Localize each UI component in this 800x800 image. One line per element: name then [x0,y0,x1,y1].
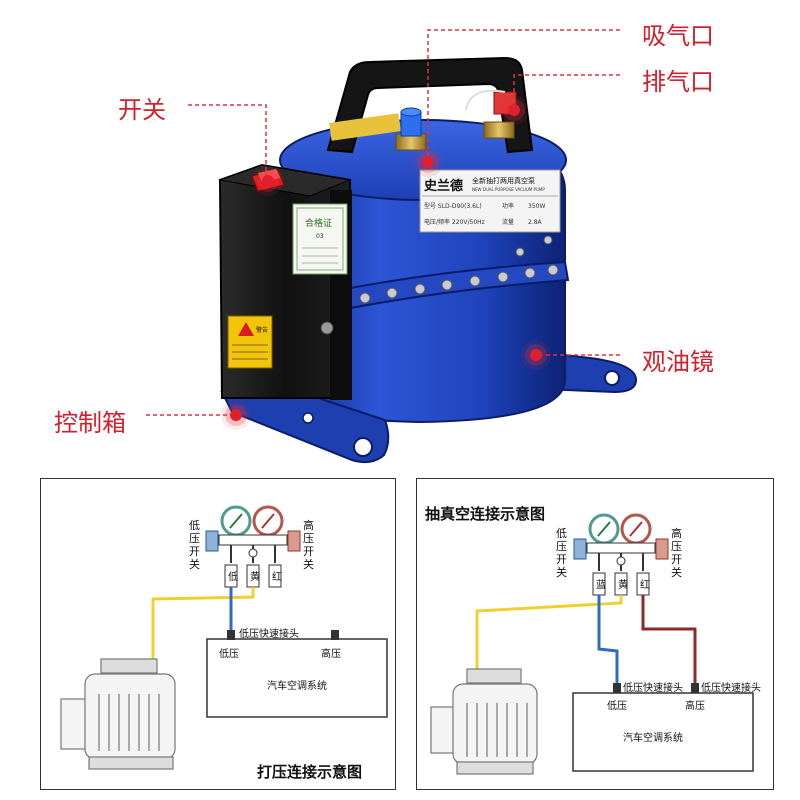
vacuum-diagram-title: 抽真空连接示意图 [425,505,546,523]
valve-low-label: 低 [228,570,238,583]
ac-system-box [206,638,388,718]
callout-exhaust: 排气口 [642,68,714,96]
high-connector-label: 低压快速接头 [701,681,761,694]
warning-sticker: 警告 [227,315,273,369]
manifold-gauges [573,513,669,596]
low-switch-label-3: 开 [189,545,200,558]
blue-hose [597,595,619,684]
carry-handle[interactable] [326,56,534,154]
certificate-card: 合格证 03 [292,203,348,275]
current-value: 2.8A [528,219,543,226]
intake-hotspot [422,156,434,168]
high-switch-label-4: 关 [671,565,682,579]
oil-sight-glass-hotspot [530,349,542,361]
low-switch-label-2: 压 [189,532,200,545]
yellow-hose [475,595,623,669]
high-switch-label-3: 开 [671,553,682,566]
system-label: 汽车空调系统 [267,679,327,692]
high-switch-label-2: 压 [303,532,314,545]
mini-pump-sketch [60,658,176,770]
pressure-diagram-title: 打压连接示意图 [257,763,363,781]
voltage-text: 电压/频率 220V/50Hz [424,218,485,226]
control-box-hotspot [230,409,242,421]
intake-fitting[interactable] [395,107,427,151]
low-label: 低压 [219,647,239,660]
valve-mid-label: 黄 [250,570,260,583]
system-label: 汽车空调系统 [623,731,683,744]
low-switch-label-1: 低 [189,519,200,532]
brand-text: 史兰德 [424,178,463,194]
ac-system-box [572,692,754,772]
low-connector-label: 低压快速接头 [623,681,683,694]
switch-hotspot [262,175,274,187]
low-switch-label-2: 压 [556,540,567,553]
vacuum-pump-illustration: 史兰德 全新抽打两用真空泵 NEW DUAL PURPOSE VACUUM PU… [146,29,638,464]
low-switch-label-4: 关 [556,565,567,579]
certificate-title: 合格证 [305,217,332,229]
high-label: 高压 [321,647,341,660]
callout-oil-sight-glass: 观油镜 [642,348,714,376]
model-text: 型号 SLD-D90(3.6L) [424,202,482,210]
manifold-gauges [205,505,301,588]
power-value: 350W [528,203,545,210]
product-line-cn: 全新抽打两用真空泵 [472,176,535,185]
valve-mid-label: 黄 [618,578,628,591]
certificate-no: 03 [316,233,324,240]
pressure-connection-diagram: 低 黄 红 低 压 开 关 高 压 开 关 低压快速接头 低压 高压 汽车空调系… [40,478,396,790]
high-label: 高压 [685,699,705,712]
exhaust-hotspot [508,104,520,116]
red-hose [641,595,697,684]
high-switch-label-1: 高 [671,526,682,540]
left-foot-bracket [220,391,390,464]
high-switch-label-2: 压 [671,540,682,553]
low-connector-label: 低压快速接头 [239,627,299,640]
power-label: 功率 [502,202,514,210]
valve-low-label: 蓝 [596,579,606,591]
callout-switch: 开关 [118,96,166,124]
high-switch-label-1: 高 [303,518,314,532]
current-label: 流量 [502,218,514,226]
yellow-hose [151,587,255,664]
warning-label: 警告 [256,326,268,334]
mini-pump-sketch [430,668,538,775]
valve-high-label: 红 [640,578,650,591]
callout-intake: 吸气口 [642,22,714,50]
vacuum-connection-diagram: 抽真空连接示意图 蓝 黄 红 低 压 [416,478,774,790]
low-switch-label-3: 开 [556,553,567,566]
low-switch-label-4: 关 [189,557,200,571]
nameplate: 史兰德 全新抽打两用真空泵 NEW DUAL PURPOSE VACUUM PU… [419,169,561,233]
valve-high-label: 红 [272,570,282,583]
callout-control-box: 控制箱 [54,409,126,437]
product-line-en: NEW DUAL PURPOSE VACUUM PUMP [472,187,545,192]
low-label: 低压 [607,699,627,712]
callout-leaders [146,29,620,416]
exhaust-fitting[interactable] [465,89,517,139]
low-switch-label-1: 低 [556,527,567,540]
high-switch-label-3: 开 [303,545,314,558]
high-switch-label-4: 关 [303,557,314,571]
